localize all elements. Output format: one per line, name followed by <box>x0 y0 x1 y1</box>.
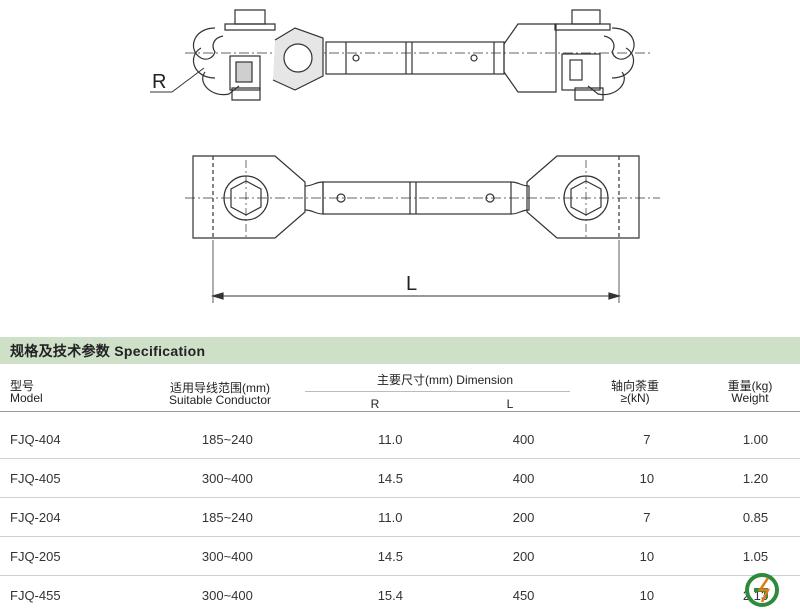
header-model-en: Model <box>10 391 43 405</box>
header-conductor-en: Suitable Conductor <box>168 393 272 407</box>
header-model-cn: 型号 <box>10 379 35 393</box>
dimension-underline <box>305 391 570 392</box>
cell-r: 14.5 <box>316 458 465 498</box>
cell-load: 7 <box>582 420 711 459</box>
header-conductor-cn: 适用导线范围(mm) <box>170 381 270 395</box>
cell-l: 450 <box>512 587 535 603</box>
header-load-cn: 轴向荼重 <box>610 379 659 393</box>
cell-conductor: 300~400 <box>138 458 317 498</box>
company-logo <box>745 573 779 607</box>
cell-weight: 1.05 <box>710 536 800 576</box>
cell-model: FJQ-404 <box>0 420 139 459</box>
cell-load: 10 <box>582 536 711 576</box>
cell-load: 7 <box>582 497 711 537</box>
header-rule <box>0 411 800 412</box>
cell-model: FJQ-455 <box>10 587 61 603</box>
cell-load: 10 <box>582 458 711 498</box>
header-weight-en: Weight <box>731 391 769 405</box>
header-model: 型号 Model <box>10 380 43 404</box>
cell-model: FJQ-205 <box>0 536 139 576</box>
header-conductor: 适用导线范围(mm) Suitable Conductor <box>150 382 290 406</box>
cell-weight: 1.20 <box>710 458 800 498</box>
section-title: 规格及技术参数 Specification <box>10 342 206 359</box>
cell-l: 200 <box>464 536 583 576</box>
cell-model: FJQ-405 <box>0 458 139 498</box>
cell-conductor: 300~400 <box>138 536 317 576</box>
drawing-label-r: R <box>152 71 166 93</box>
header-dimension: 主要尺寸(mm) Dimension <box>376 373 513 387</box>
drawing-label-l: L <box>406 273 417 295</box>
cell-weight: 1.00 <box>710 420 800 459</box>
header-load-en: ≥(kN) <box>620 391 650 405</box>
cell-r: 11.0 <box>316 497 465 537</box>
technical-drawing: R L <box>150 9 660 303</box>
cell-conductor: 185~240 <box>138 420 317 459</box>
cell-load: 10 <box>639 587 655 603</box>
cell-r: 11.0 <box>316 420 465 459</box>
cell-weight: 0.85 <box>710 497 800 537</box>
cell-conductor: 300~400 <box>201 587 253 603</box>
cell-model: FJQ-204 <box>0 497 139 537</box>
section-title-bar: 规格及技术参数 Specification <box>0 337 800 364</box>
header-load: 轴向荼重 ≥(kN) <box>600 380 670 404</box>
header-weight-cn: 重量(kg) <box>727 379 773 393</box>
header-weight: 重量(kg) Weight <box>710 380 790 404</box>
cell-l: 200 <box>464 497 583 537</box>
cell-l: 400 <box>464 458 583 498</box>
header-l: L <box>506 397 514 411</box>
cell-l: 400 <box>464 420 583 459</box>
cell-conductor: 185~240 <box>138 497 317 537</box>
header-r: R <box>370 397 380 411</box>
cell-r: 14.5 <box>316 536 465 576</box>
cell-r: 15.4 <box>377 587 403 603</box>
